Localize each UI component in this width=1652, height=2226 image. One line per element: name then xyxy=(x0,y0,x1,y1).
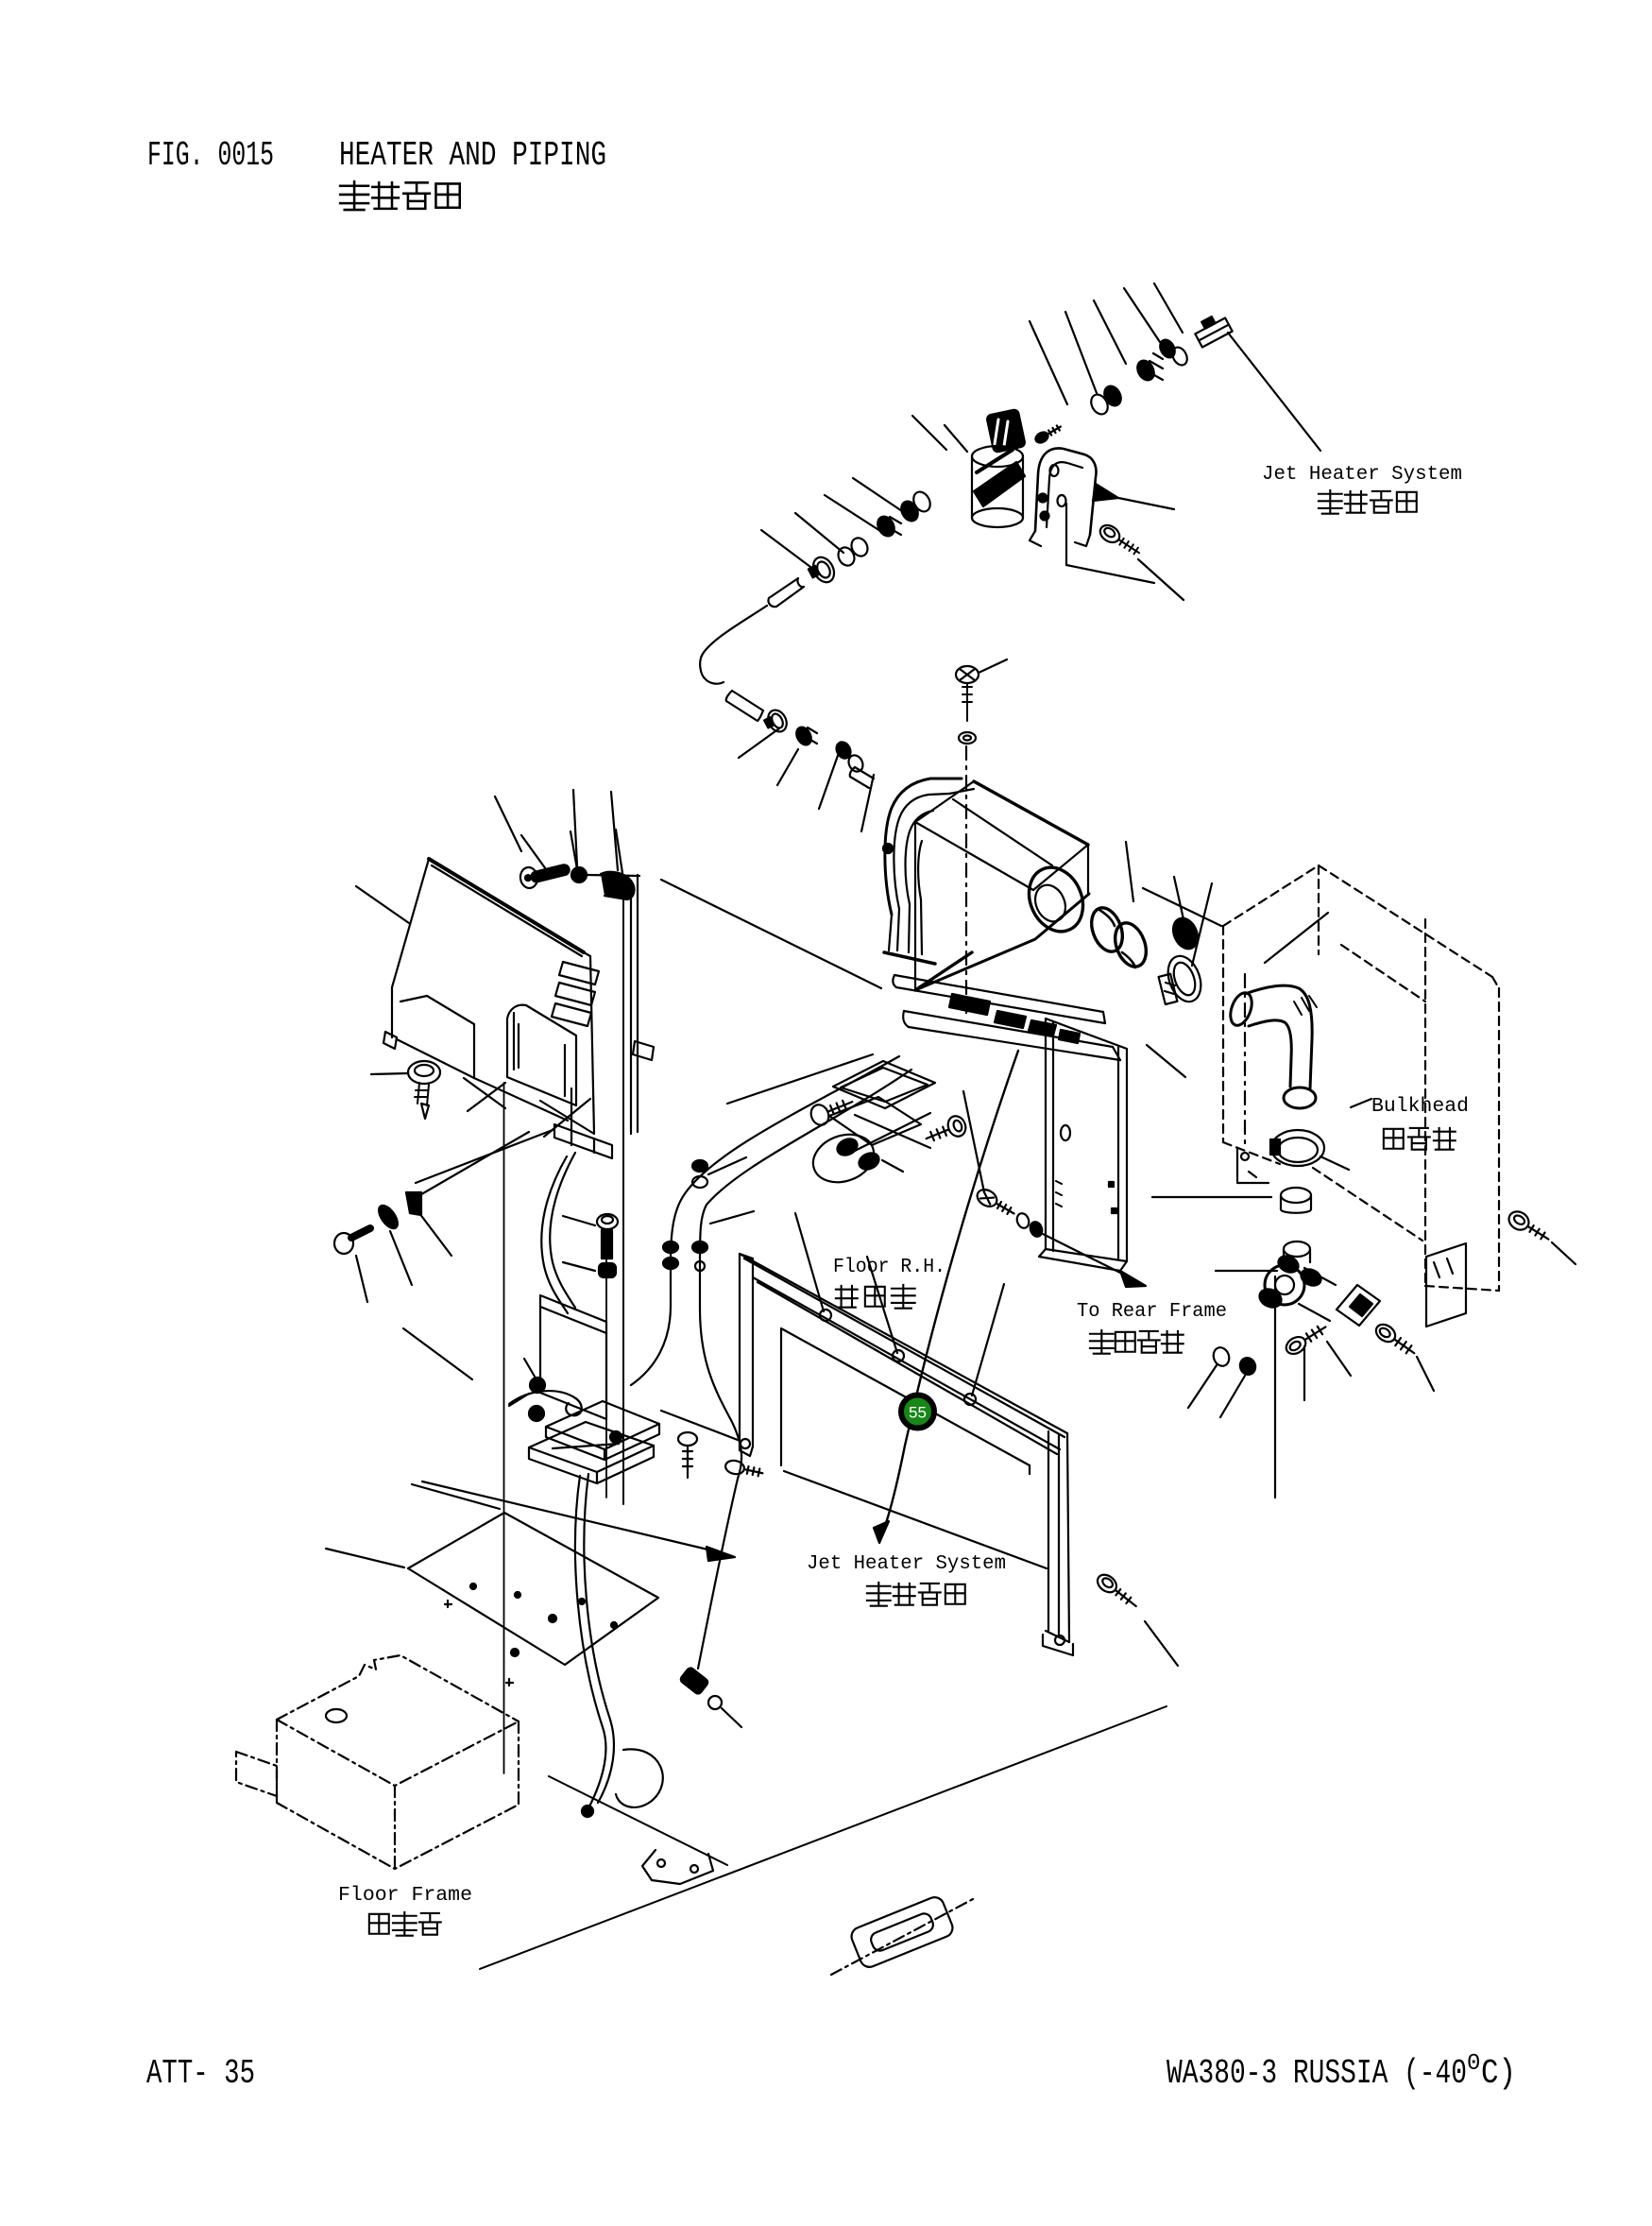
svg-text:WA380-3 RUSSIA (-40: WA380-3 RUSSIA (-40 xyxy=(1167,2054,1467,2093)
svg-text:Jet Heater System: Jet Heater System xyxy=(807,1553,1006,1575)
svg-text:Jet Heater System: Jet Heater System xyxy=(1262,464,1462,486)
svg-text:Floor Frame: Floor Frame xyxy=(338,1885,472,1907)
svg-text:To Rear Frame: To Rear Frame xyxy=(1077,1301,1227,1323)
svg-text:Bulkhead: Bulkhead xyxy=(1371,1096,1469,1118)
svg-text:55: 55 xyxy=(909,1404,927,1422)
svg-text:ATT- 35: ATT- 35 xyxy=(146,2054,255,2093)
svg-text:0: 0 xyxy=(1467,2051,1480,2077)
svg-text:Floor R.H.: Floor R.H. xyxy=(833,1257,945,1278)
svg-text:FIG. 0015: FIG. 0015 xyxy=(147,136,274,175)
svg-text:HEATER AND PIPING: HEATER AND PIPING xyxy=(339,136,606,175)
svg-text:C): C) xyxy=(1481,2054,1516,2093)
